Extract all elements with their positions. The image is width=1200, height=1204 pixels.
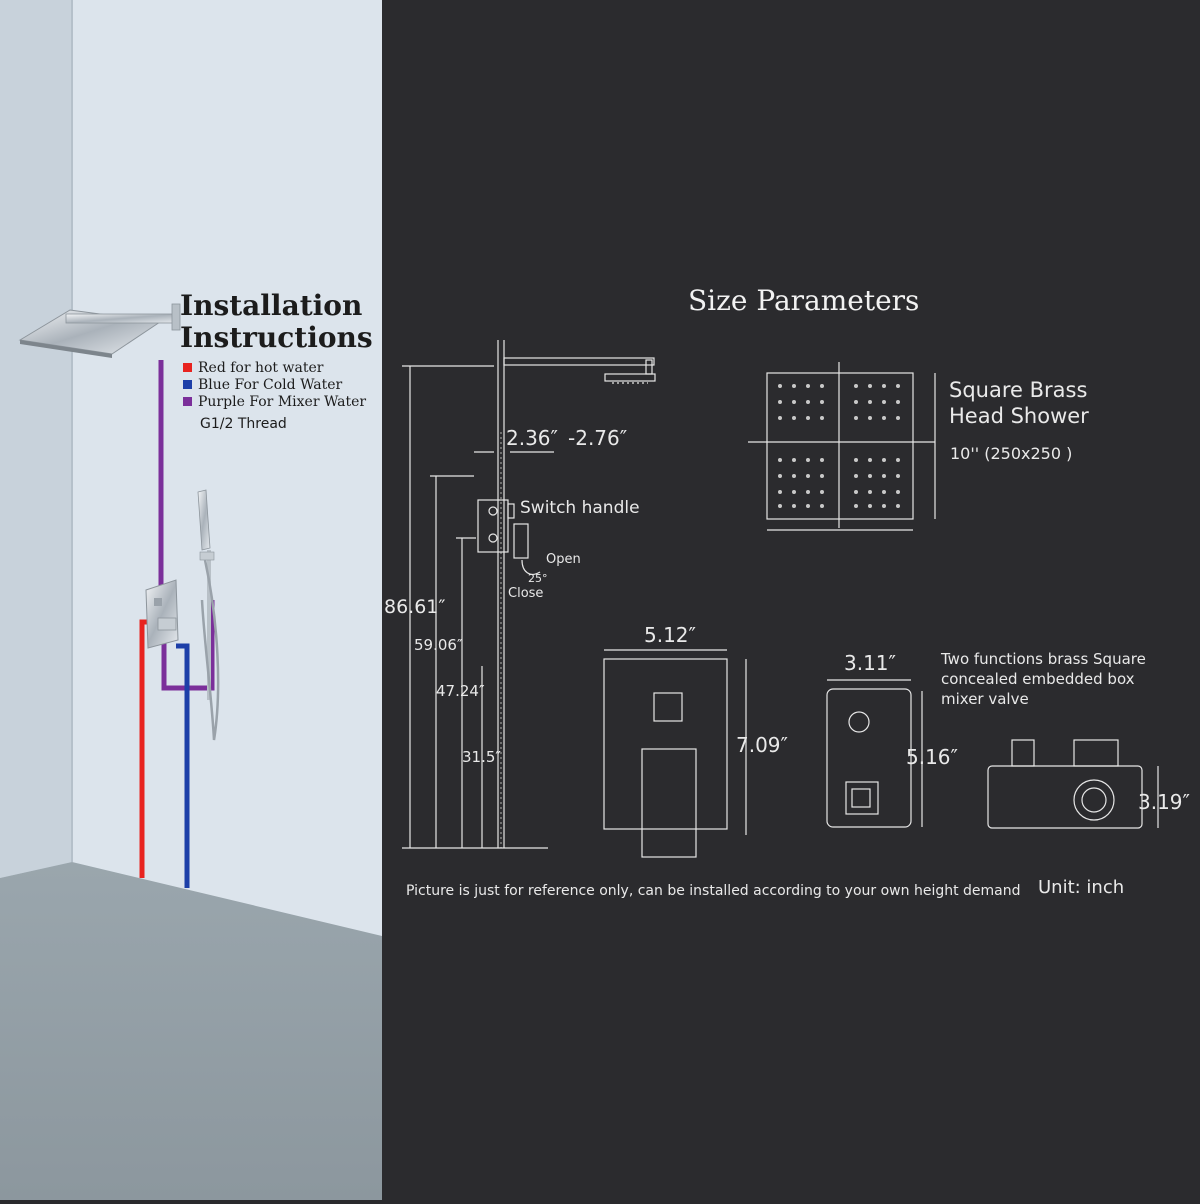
size-parameters-title: Size Parameters: [688, 284, 920, 317]
legend-mixer: Purple For Mixer Water: [183, 394, 366, 410]
size-panel: [382, 0, 1200, 1200]
open-label: Open: [546, 552, 581, 567]
dim-valve-height: 59.06″: [414, 636, 463, 654]
thread-label: G1/2 Thread: [200, 416, 287, 432]
valve-box-side: [987, 765, 1143, 829]
head-shower-size: 10'' (250x250 ): [950, 444, 1073, 463]
dim-total-height: 86.61″: [384, 596, 446, 618]
legend-cold-label: Blue For Cold Water: [198, 377, 343, 393]
legend-hot-label: Red for hot water: [198, 360, 324, 376]
legend-cold: Blue For Cold Water: [183, 377, 342, 393]
installation-title: Installation Instructions: [180, 290, 373, 354]
valve-box-front: [826, 688, 912, 828]
square-head-shower: [766, 372, 914, 520]
dim-box-depth: 3.19″: [1138, 790, 1191, 814]
diagram-shower-arm: [503, 357, 655, 366]
legend-mixer-label: Purple For Mixer Water: [198, 394, 367, 410]
mixer-valve-plate: [145, 579, 179, 649]
diagram-valve: [477, 499, 509, 553]
valve-desc-line3: mixer valve: [941, 690, 1029, 708]
dim-plate-width: 5.12″: [644, 623, 697, 647]
valve-desc-line2: concealed embedded box: [941, 670, 1135, 688]
shower-hose: [200, 559, 220, 741]
head-shower-label-line1: Square Brass: [949, 378, 1088, 402]
installation-title-line2: Instructions: [180, 321, 373, 354]
shower-nozzles: [778, 384, 900, 508]
footnote: Picture is just for reference only, can …: [406, 883, 1021, 899]
legend-hot: Red for hot water: [183, 360, 323, 376]
dim-arm-length: 2.36″: [506, 426, 559, 450]
switch-handle-label: Switch handle: [520, 498, 640, 518]
valve-desc-line1: Two functions brass Square: [941, 650, 1146, 668]
angle-label: 25°: [528, 572, 548, 585]
legend-mixer-swatch: [183, 397, 192, 406]
installation-scene: [0, 0, 382, 1200]
diagram-switch-handle: [513, 523, 529, 559]
dim-bottom-height: 31.5″: [462, 748, 502, 766]
legend-hot-swatch: [183, 363, 192, 372]
installation-title-line1: Installation: [180, 289, 363, 322]
slide-bar: [207, 550, 211, 700]
unit-label: Unit: inch: [1038, 877, 1125, 898]
head-shower-label-line2: Head Shower: [949, 404, 1089, 428]
cover-plate-button: [653, 692, 683, 722]
dim-handheld-height: 47.24″: [436, 682, 485, 700]
close-label: Close: [508, 586, 544, 601]
cold-water-pipe: [176, 643, 190, 888]
legend-cold-swatch: [183, 380, 192, 389]
hand-shower: [197, 489, 211, 551]
floor: [0, 862, 382, 1200]
installation-panel: Installation Instructions Red for hot wa…: [0, 0, 382, 1200]
dim-plate-height: 7.09″: [736, 733, 789, 757]
dim-box-height: 5.16″: [906, 745, 959, 769]
side-wall: [0, 0, 72, 878]
dim-box-width: 3.11″: [844, 651, 897, 675]
cover-plate: [603, 658, 728, 830]
cover-plate-handle: [641, 748, 697, 858]
diagram-shower-head: [604, 373, 656, 382]
dim-arm-length-max: -2.76″: [568, 426, 628, 450]
